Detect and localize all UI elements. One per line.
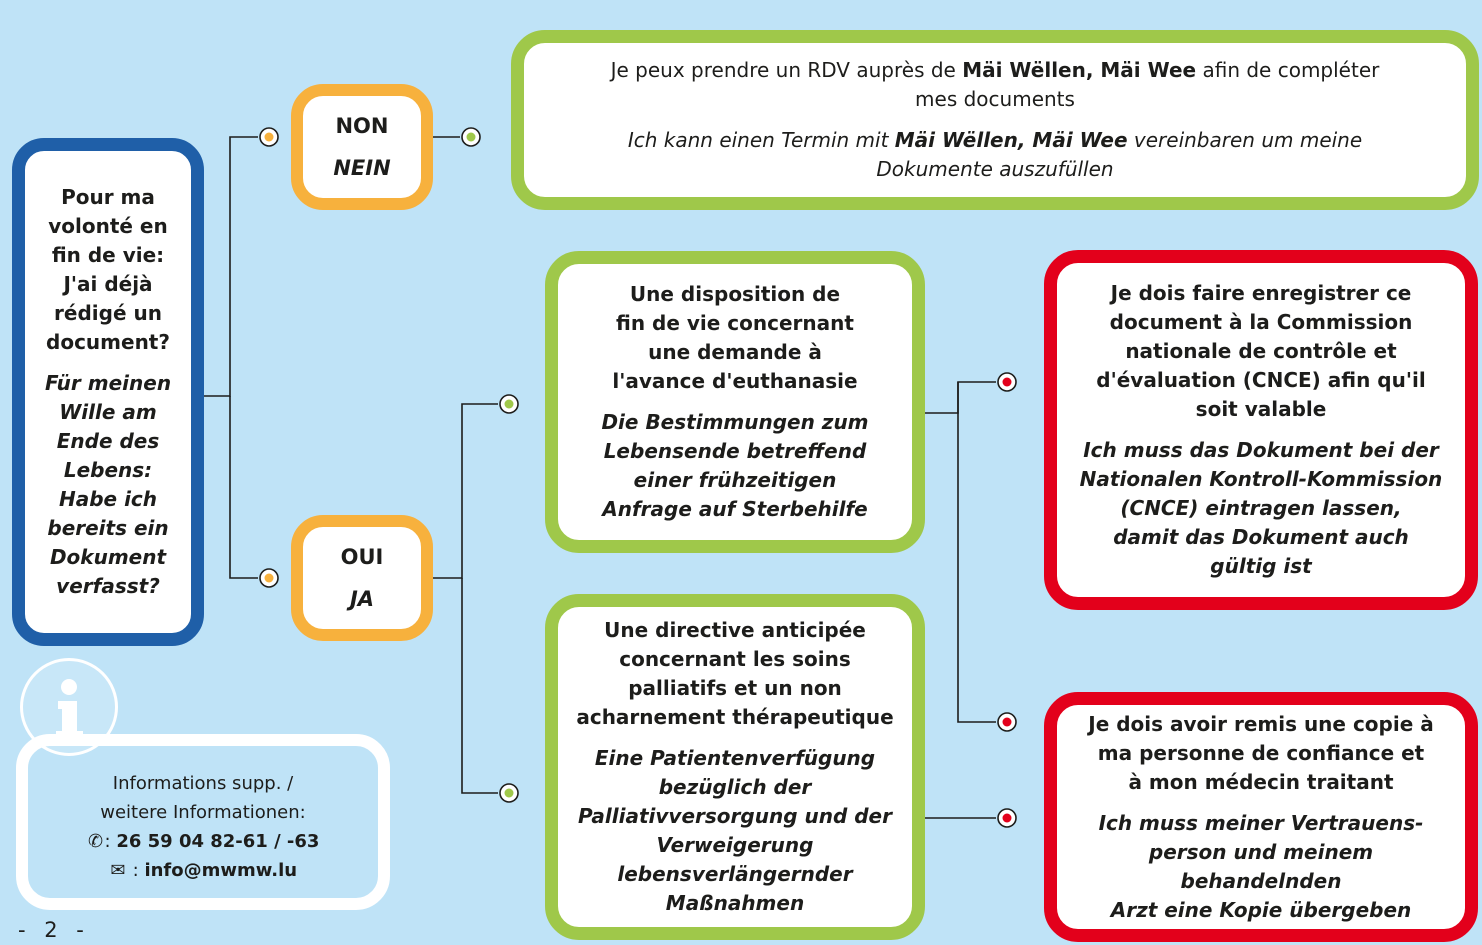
question-fr-line: Pour ma bbox=[61, 185, 155, 209]
question-fr-line: document? bbox=[46, 330, 170, 354]
info-phone-line: ✆: 26 59 04 82-61 / -63 bbox=[87, 827, 320, 856]
copy-de-line: Arzt eine Kopie übergeben bbox=[1110, 897, 1412, 922]
question-de-line: Habe ich bbox=[58, 487, 158, 511]
euthanasia-de-line: Lebensende betreffend bbox=[603, 439, 867, 463]
question-de-line: Für meinen bbox=[44, 371, 172, 395]
euthanasia-box: Une disposition de fin de vie concernant… bbox=[545, 251, 925, 553]
brand-name: Mäi Wëllen, Mäi Wee bbox=[962, 58, 1197, 82]
question-de-line: Ende des bbox=[56, 429, 160, 453]
register-fr-line: d'évaluation (CNCE) afin qu'il bbox=[1096, 368, 1426, 392]
euthanasia-de-line: einer frühzeitigen bbox=[633, 468, 837, 492]
answer-yes-box: OUI JA bbox=[291, 515, 433, 641]
answer-no-de: NEIN bbox=[333, 156, 391, 180]
question-de-line: bereits ein bbox=[47, 516, 169, 540]
directive-de-line: bezüglich der bbox=[658, 775, 812, 799]
euthanasia-de-line: Anfrage auf Sterbehilfe bbox=[602, 497, 868, 521]
directive-fr-line: concernant les soins bbox=[619, 647, 851, 671]
copy-fr-line: ma personne de confiance et bbox=[1097, 740, 1425, 765]
email-link[interactable]: info@mwmw.lu bbox=[144, 860, 298, 881]
no-result-fr-line1: Je peux prendre un RDV auprès de Mäi Wël… bbox=[610, 58, 1380, 82]
register-box: Je dois faire enregistrer ce document à … bbox=[1044, 250, 1478, 610]
no-result-box: Je peux prendre un RDV auprès de Mäi Wël… bbox=[511, 30, 1479, 210]
answer-no-fr: NON bbox=[335, 114, 389, 138]
phone-icon: ✆ bbox=[87, 831, 104, 852]
question-de-line: verfasst? bbox=[56, 574, 160, 598]
euthanasia-fr-line: l'avance d'euthanasie bbox=[612, 369, 858, 393]
question-de-line: Lebens: bbox=[63, 458, 153, 482]
copy-de-line: Ich muss meiner Vertrauens- bbox=[1098, 810, 1424, 835]
directive-fr-line: Une directive anticipée bbox=[604, 618, 866, 642]
info-email-line: ✉ : info@mwmw.lu bbox=[109, 856, 297, 885]
question-fr-line: J'ai déjà bbox=[63, 272, 153, 296]
register-de-line: Ich muss das Dokument bei der bbox=[1083, 438, 1439, 462]
directive-de-line: Verweigerung bbox=[656, 833, 814, 857]
directive-fr-line: acharnement thérapeutique bbox=[576, 705, 894, 729]
euthanasia-fr-line: fin de vie concernant bbox=[616, 311, 854, 335]
answer-yes-fr: OUI bbox=[340, 545, 384, 569]
question-box: Pour ma volonté en fin de vie: J'ai déjà… bbox=[12, 138, 204, 646]
directive-de-line: Eine Patientenverfügung bbox=[594, 746, 876, 770]
answer-yes-de: JA bbox=[349, 587, 375, 611]
question-fr-line: fin de vie: bbox=[51, 243, 165, 267]
register-fr-line: nationale de contrôle et bbox=[1125, 339, 1397, 363]
question-fr-line: rédigé un bbox=[54, 301, 162, 325]
copy-de-line: person und meinem behandelnden bbox=[1148, 839, 1374, 893]
info-box: Informations supp. / weitere Information… bbox=[16, 734, 390, 910]
mail-icon: ✉ bbox=[110, 860, 126, 881]
directive-box: Une directive anticipée concernant les s… bbox=[545, 594, 925, 940]
phone-number[interactable]: 26 59 04 82-61 / -63 bbox=[116, 831, 320, 852]
copy-box: Je dois avoir remis une copie à ma perso… bbox=[1044, 692, 1478, 942]
copy-fr-line: Je dois avoir remis une copie à bbox=[1088, 711, 1434, 736]
info-title-1: Informations supp. / bbox=[112, 773, 294, 794]
answer-no-box: NON NEIN bbox=[291, 84, 433, 210]
euthanasia-fr-line: une demande à bbox=[648, 340, 822, 364]
question-fr-line: volonté en bbox=[48, 214, 168, 238]
euthanasia-de-line: Die Bestimmungen zum bbox=[601, 410, 869, 434]
no-result-de-line2: Dokumente auszufüllen bbox=[876, 157, 1114, 181]
register-de-line: damit das Dokument auch bbox=[1113, 525, 1409, 549]
register-de-line: Nationalen Kontroll-Kommission bbox=[1079, 467, 1443, 491]
directive-de-line: Maßnahmen bbox=[665, 891, 805, 915]
info-icon bbox=[20, 658, 118, 756]
register-fr-line: Je dois faire enregistrer ce bbox=[1110, 281, 1412, 305]
euthanasia-fr-line: Une disposition de bbox=[629, 282, 841, 306]
connector-dots bbox=[259, 127, 1017, 828]
question-de-line: Wille am bbox=[59, 400, 157, 424]
question-de-line: Dokument bbox=[49, 545, 167, 569]
directive-de-line: lebensverlängernder bbox=[617, 862, 853, 886]
no-result-de-line1: Ich kann einen Termin mit Mäi Wëllen, Mä… bbox=[627, 128, 1363, 152]
info-title-2: weitere Informationen: bbox=[100, 802, 306, 823]
directive-fr-line: palliatifs et un non bbox=[628, 676, 842, 700]
copy-fr-line: à mon médecin traitant bbox=[1128, 769, 1394, 794]
register-fr-line: soit valable bbox=[1195, 397, 1327, 421]
register-de-line: gültig ist bbox=[1210, 554, 1312, 578]
register-fr-line: document à la Commission bbox=[1109, 310, 1413, 334]
directive-de-line: Palliativversorgung und der bbox=[578, 804, 892, 828]
brand-name: Mäi Wëllen, Mäi Wee bbox=[894, 128, 1128, 152]
no-result-fr-line2: mes documents bbox=[915, 87, 1075, 111]
register-de-line: (CNCE) eintragen lassen, bbox=[1120, 496, 1402, 520]
page-number: - 2 - bbox=[18, 918, 90, 942]
